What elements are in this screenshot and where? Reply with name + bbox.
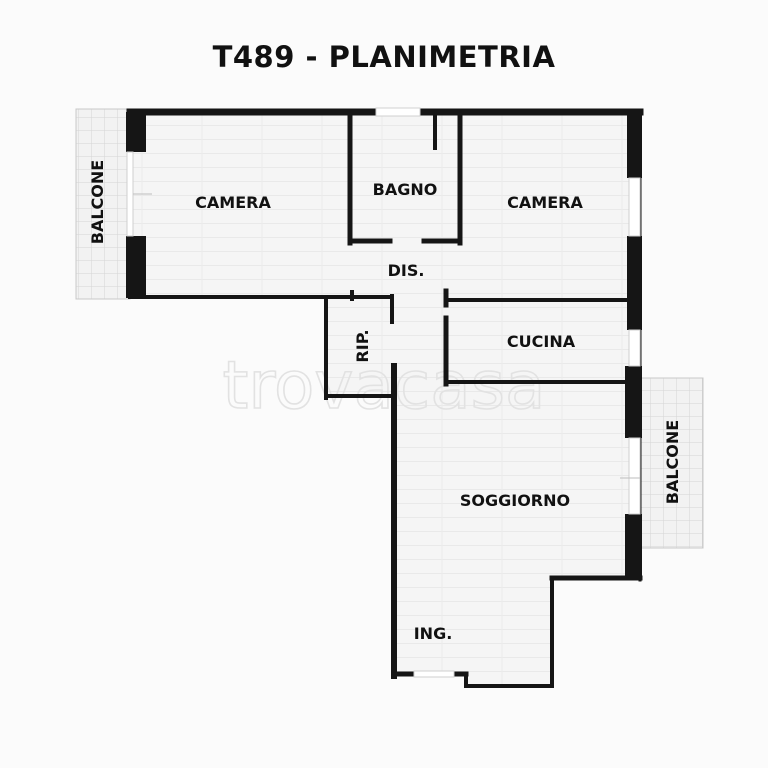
room-label-ripostiglio: RIP. <box>353 329 372 362</box>
room-label-disimpegno: DIS. <box>388 261 425 280</box>
room-label-soggiorno: SOGGIORNO <box>460 491 570 510</box>
room-label-camera-right: CAMERA <box>507 193 583 212</box>
room-label-ingresso: ING. <box>414 624 453 643</box>
balcony-label-left: BALCONE <box>88 160 107 244</box>
balcony-label-right: BALCONE <box>663 420 682 504</box>
plan-title: T489 - PLANIMETRIA <box>212 40 556 74</box>
room-label-bagno: BAGNO <box>373 180 438 199</box>
watermark: trovacasa <box>222 347 545 424</box>
windows <box>126 107 641 678</box>
room-label-cucina: CUCINA <box>507 332 576 351</box>
balcony-right <box>639 377 704 549</box>
balcony-left <box>75 108 131 300</box>
room-label-camera-left: CAMERA <box>195 193 271 212</box>
walls <box>126 108 644 688</box>
